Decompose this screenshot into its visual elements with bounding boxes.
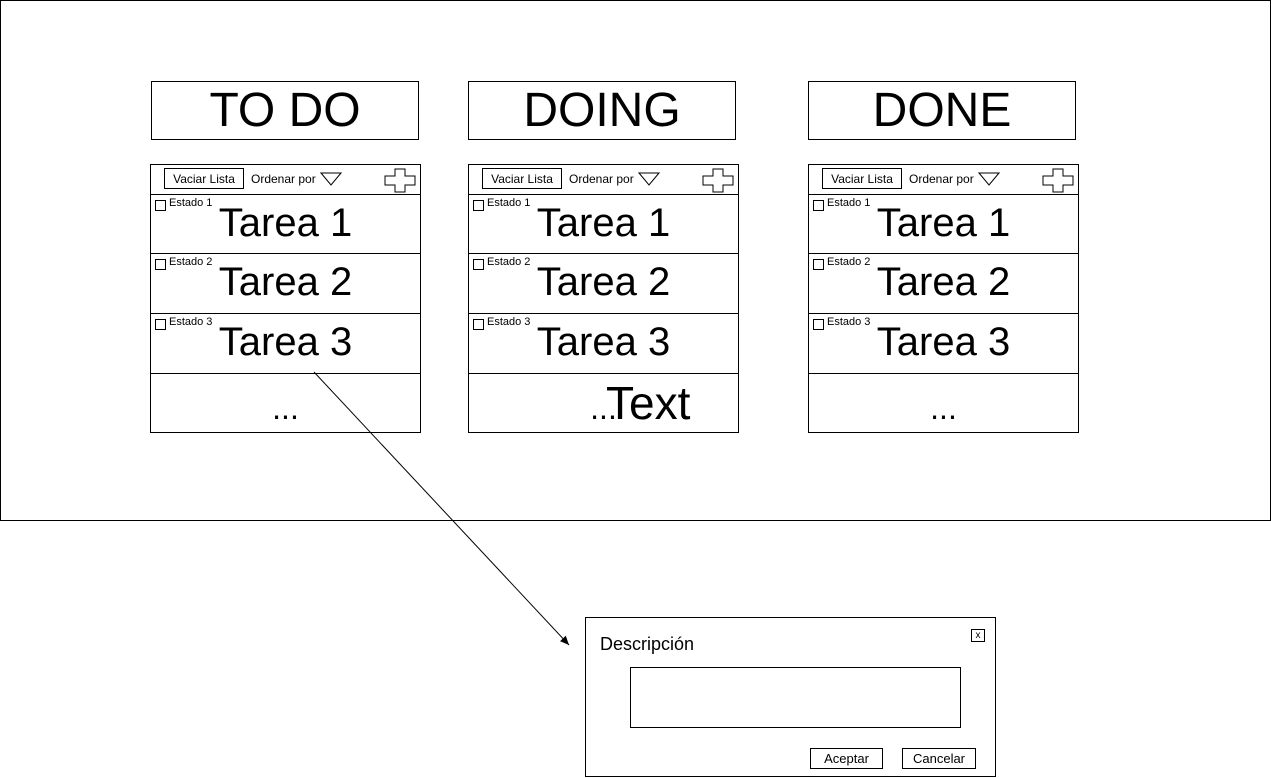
task-name: Tarea 1 (876, 201, 1011, 245)
task-name: Tarea 3 (876, 320, 1011, 364)
chevron-down-icon (637, 172, 660, 186)
more-indicator: ... (590, 390, 617, 426)
kanban-board: TO DO DOING DONE Vaciar Lista Ordenar po… (0, 0, 1271, 521)
sort-label: Ordenar por (251, 172, 316, 186)
task-name: Tarea 2 (876, 260, 1011, 304)
task-name: Tarea 2 (218, 260, 353, 304)
task-status: Estado 1 (169, 197, 213, 209)
column-title-todo: TO DO (151, 81, 419, 140)
task-list-doing: Vaciar Lista Ordenar por Estado 1 Tarea … (468, 164, 739, 433)
task-checkbox[interactable] (155, 319, 166, 330)
task-row[interactable]: Estado 1 Tarea 1 (809, 195, 1078, 254)
clear-list-button[interactable]: Vaciar Lista (822, 168, 902, 189)
cancel-button[interactable]: Cancelar (902, 748, 976, 769)
column-title-done: DONE (808, 81, 1076, 140)
plus-icon[interactable] (1042, 168, 1074, 193)
task-row[interactable]: Estado 2 Tarea 2 (809, 254, 1078, 314)
sort-dropdown[interactable]: Ordenar por (569, 172, 660, 186)
overlay-text: Text (606, 377, 691, 429)
clear-list-button[interactable]: Vaciar Lista (482, 168, 562, 189)
task-status: Estado 2 (827, 256, 871, 268)
task-status: Estado 3 (487, 316, 531, 328)
task-row[interactable]: Estado 3 Tarea 3 (809, 314, 1078, 374)
more-tasks-row[interactable]: ... (809, 374, 1078, 432)
close-icon[interactable]: x (971, 629, 985, 642)
plus-icon[interactable] (384, 168, 416, 193)
task-list-todo: Vaciar Lista Ordenar por Estado 1 Tarea … (150, 164, 421, 433)
sort-label: Ordenar por (569, 172, 634, 186)
more-indicator: ... (272, 390, 299, 426)
chevron-down-icon (319, 172, 342, 186)
task-row[interactable]: Estado 2 Tarea 2 (151, 254, 420, 314)
task-status: Estado 1 (487, 197, 531, 209)
description-dialog: Descripción x Aceptar Cancelar (585, 617, 996, 777)
task-row[interactable]: Estado 1 Tarea 1 (151, 195, 420, 254)
task-name: Tarea 1 (536, 201, 671, 245)
dialog-title: Descripción (600, 634, 695, 654)
task-status: Estado 2 (169, 256, 213, 268)
task-name: Tarea 3 (536, 320, 671, 364)
task-checkbox[interactable] (813, 259, 824, 270)
more-tasks-row[interactable]: ... Text (469, 374, 738, 432)
list-toolbar: Vaciar Lista Ordenar por (809, 165, 1078, 195)
task-status: Estado 3 (169, 316, 213, 328)
clear-list-button[interactable]: Vaciar Lista (164, 168, 244, 189)
task-row[interactable]: Estado 3 Tarea 3 (469, 314, 738, 374)
list-toolbar: Vaciar Lista Ordenar por (469, 165, 738, 195)
task-name: Tarea 3 (218, 320, 353, 364)
task-row[interactable]: Estado 1 Tarea 1 (469, 195, 738, 254)
sort-dropdown[interactable]: Ordenar por (251, 172, 342, 186)
task-checkbox[interactable] (473, 200, 484, 211)
sort-label: Ordenar por (909, 172, 974, 186)
task-name: Tarea 1 (218, 201, 353, 245)
task-row[interactable]: Estado 2 Tarea 2 (469, 254, 738, 314)
task-list-done: Vaciar Lista Ordenar por Estado 1 Tarea … (808, 164, 1079, 433)
task-status: Estado 1 (827, 197, 871, 209)
accept-button[interactable]: Aceptar (810, 748, 883, 769)
column-title-doing: DOING (468, 81, 736, 140)
task-status: Estado 2 (487, 256, 531, 268)
task-name: Tarea 2 (536, 260, 671, 304)
task-row[interactable]: Estado 3 Tarea 3 (151, 314, 420, 374)
plus-icon[interactable] (702, 168, 734, 193)
description-input[interactable] (630, 667, 961, 728)
task-checkbox[interactable] (155, 200, 166, 211)
chevron-down-icon (977, 172, 1000, 186)
task-status: Estado 3 (827, 316, 871, 328)
sort-dropdown[interactable]: Ordenar por (909, 172, 1000, 186)
list-toolbar: Vaciar Lista Ordenar por (151, 165, 420, 195)
task-checkbox[interactable] (813, 200, 824, 211)
task-checkbox[interactable] (155, 259, 166, 270)
task-checkbox[interactable] (473, 319, 484, 330)
task-checkbox[interactable] (813, 319, 824, 330)
more-indicator: ... (930, 390, 957, 426)
more-tasks-row[interactable]: ... (151, 374, 420, 432)
task-checkbox[interactable] (473, 259, 484, 270)
